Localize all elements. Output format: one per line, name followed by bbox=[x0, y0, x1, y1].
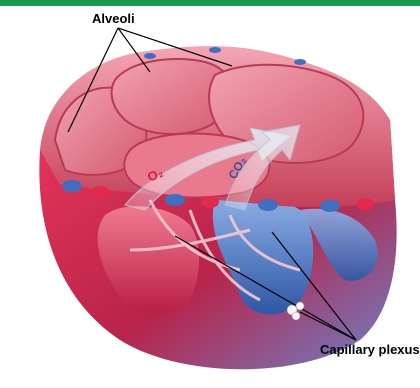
alveoli-label: Alveoli bbox=[92, 11, 135, 26]
capillary-plexus-label: Capillary plexus bbox=[320, 342, 420, 357]
